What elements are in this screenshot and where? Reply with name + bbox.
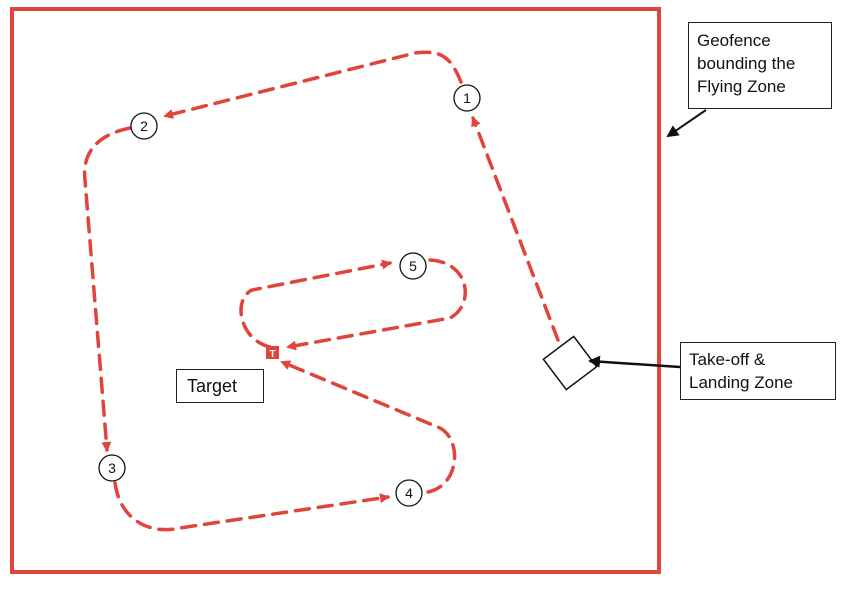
waypoint-label: 5 xyxy=(409,258,417,274)
geofence-callout: Geofence bounding the Flying Zone xyxy=(688,22,832,109)
waypoint-2: 2 xyxy=(130,112,158,140)
waypoint-label: 3 xyxy=(108,460,116,476)
waypoint-label: 2 xyxy=(140,118,148,134)
waypoint-1: 1 xyxy=(453,84,481,112)
path-wp2-to-wp3 xyxy=(82,126,132,452)
waypoint-5: 5 xyxy=(399,252,427,280)
geofence-callout-pointer xyxy=(666,109,707,138)
target-callout: Target xyxy=(176,369,264,403)
geofence-callout-line: Geofence xyxy=(697,31,771,50)
path-landing-to-wp1 xyxy=(471,116,560,342)
waypoint-label: 4 xyxy=(405,485,413,501)
path-target-to-wp5 xyxy=(239,259,392,349)
geofence-callout-line: bounding the xyxy=(697,54,796,73)
target-marker: T xyxy=(266,346,279,360)
geofence-boundary xyxy=(10,7,661,574)
waypoint-3: 3 xyxy=(98,454,126,482)
geofence-callout-line: Flying Zone xyxy=(697,77,786,96)
landing-zone-square xyxy=(542,335,598,391)
path-wp1-to-wp2 xyxy=(163,50,463,119)
landing-zone-callout-line: Take-off & xyxy=(689,350,766,369)
waypoint-4: 4 xyxy=(395,479,423,507)
landing-zone-callout-line: Landing Zone xyxy=(689,373,793,392)
path-wp3-to-wp4 xyxy=(113,481,390,532)
landing-zone-callout: Take-off & Landing Zone xyxy=(680,342,836,400)
target-marker-letter: T xyxy=(269,349,275,360)
landing-callout-pointer xyxy=(588,355,681,369)
target-callout-label: Target xyxy=(187,376,238,396)
path-wp4-to-target xyxy=(280,360,457,494)
path-wp5-to-target xyxy=(286,258,467,351)
waypoint-label: 1 xyxy=(463,90,471,106)
